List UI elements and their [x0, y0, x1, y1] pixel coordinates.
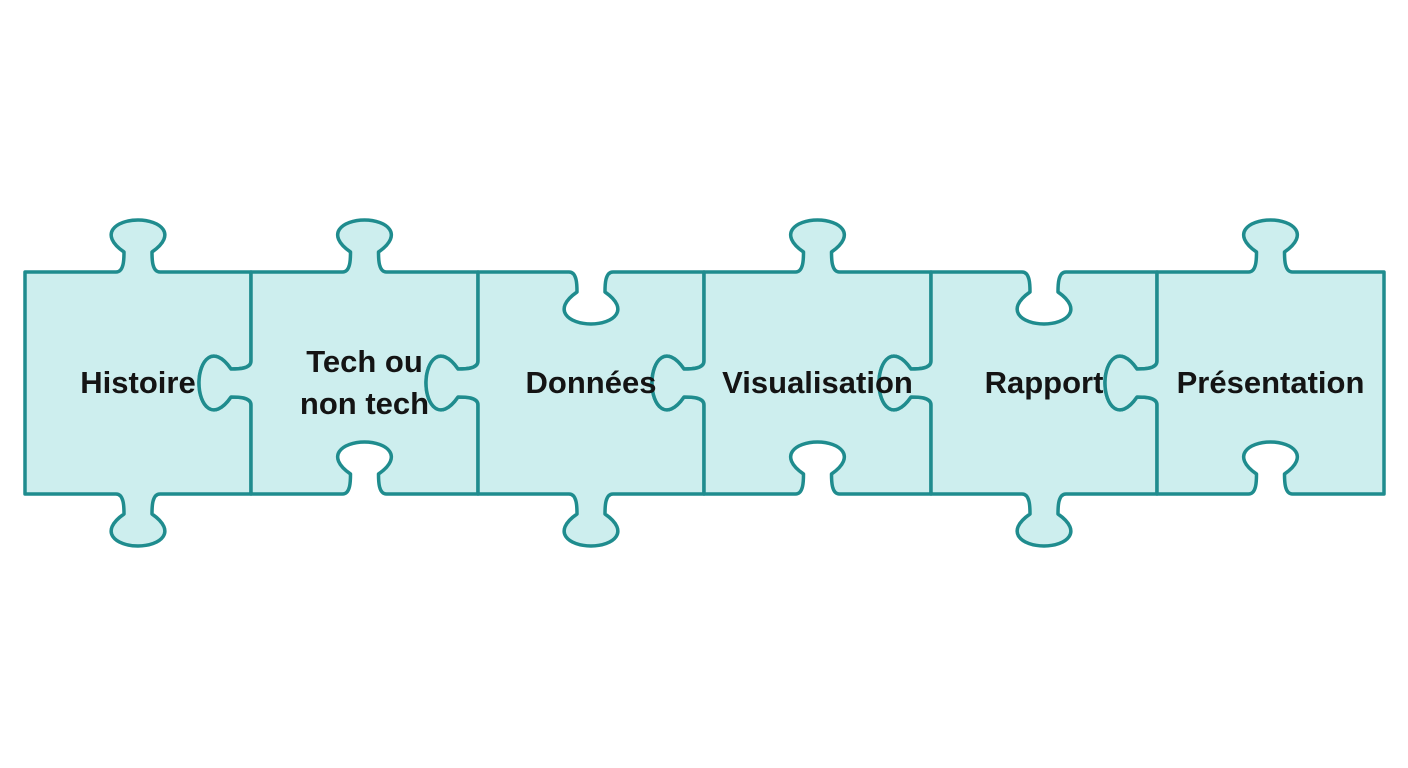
piece-label-donnees: Données [525, 365, 657, 401]
piece-label-rapport: Rapport [984, 365, 1104, 401]
piece-label-histoire: Histoire [80, 365, 196, 401]
piece-label-tech-ou-non-tech: Tech ou non tech [299, 344, 430, 421]
piece-label-visualisation: Visualisation [722, 365, 913, 401]
piece-label-presentation: Présentation [1176, 365, 1365, 401]
puzzle-piece-6 [1103, 218, 1386, 496]
